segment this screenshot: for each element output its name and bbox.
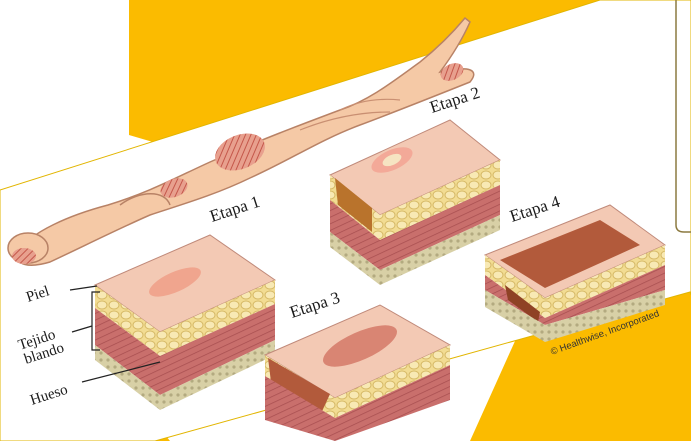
pressure-ulcer-illustration: Etapa 1 Etapa 2 Etapa 3 Etapa 4 Piel Tej… (0, 0, 691, 441)
slide-canvas: Etapa 1 Etapa 2 Etapa 3 Etapa 4 Piel Tej… (0, 0, 691, 441)
